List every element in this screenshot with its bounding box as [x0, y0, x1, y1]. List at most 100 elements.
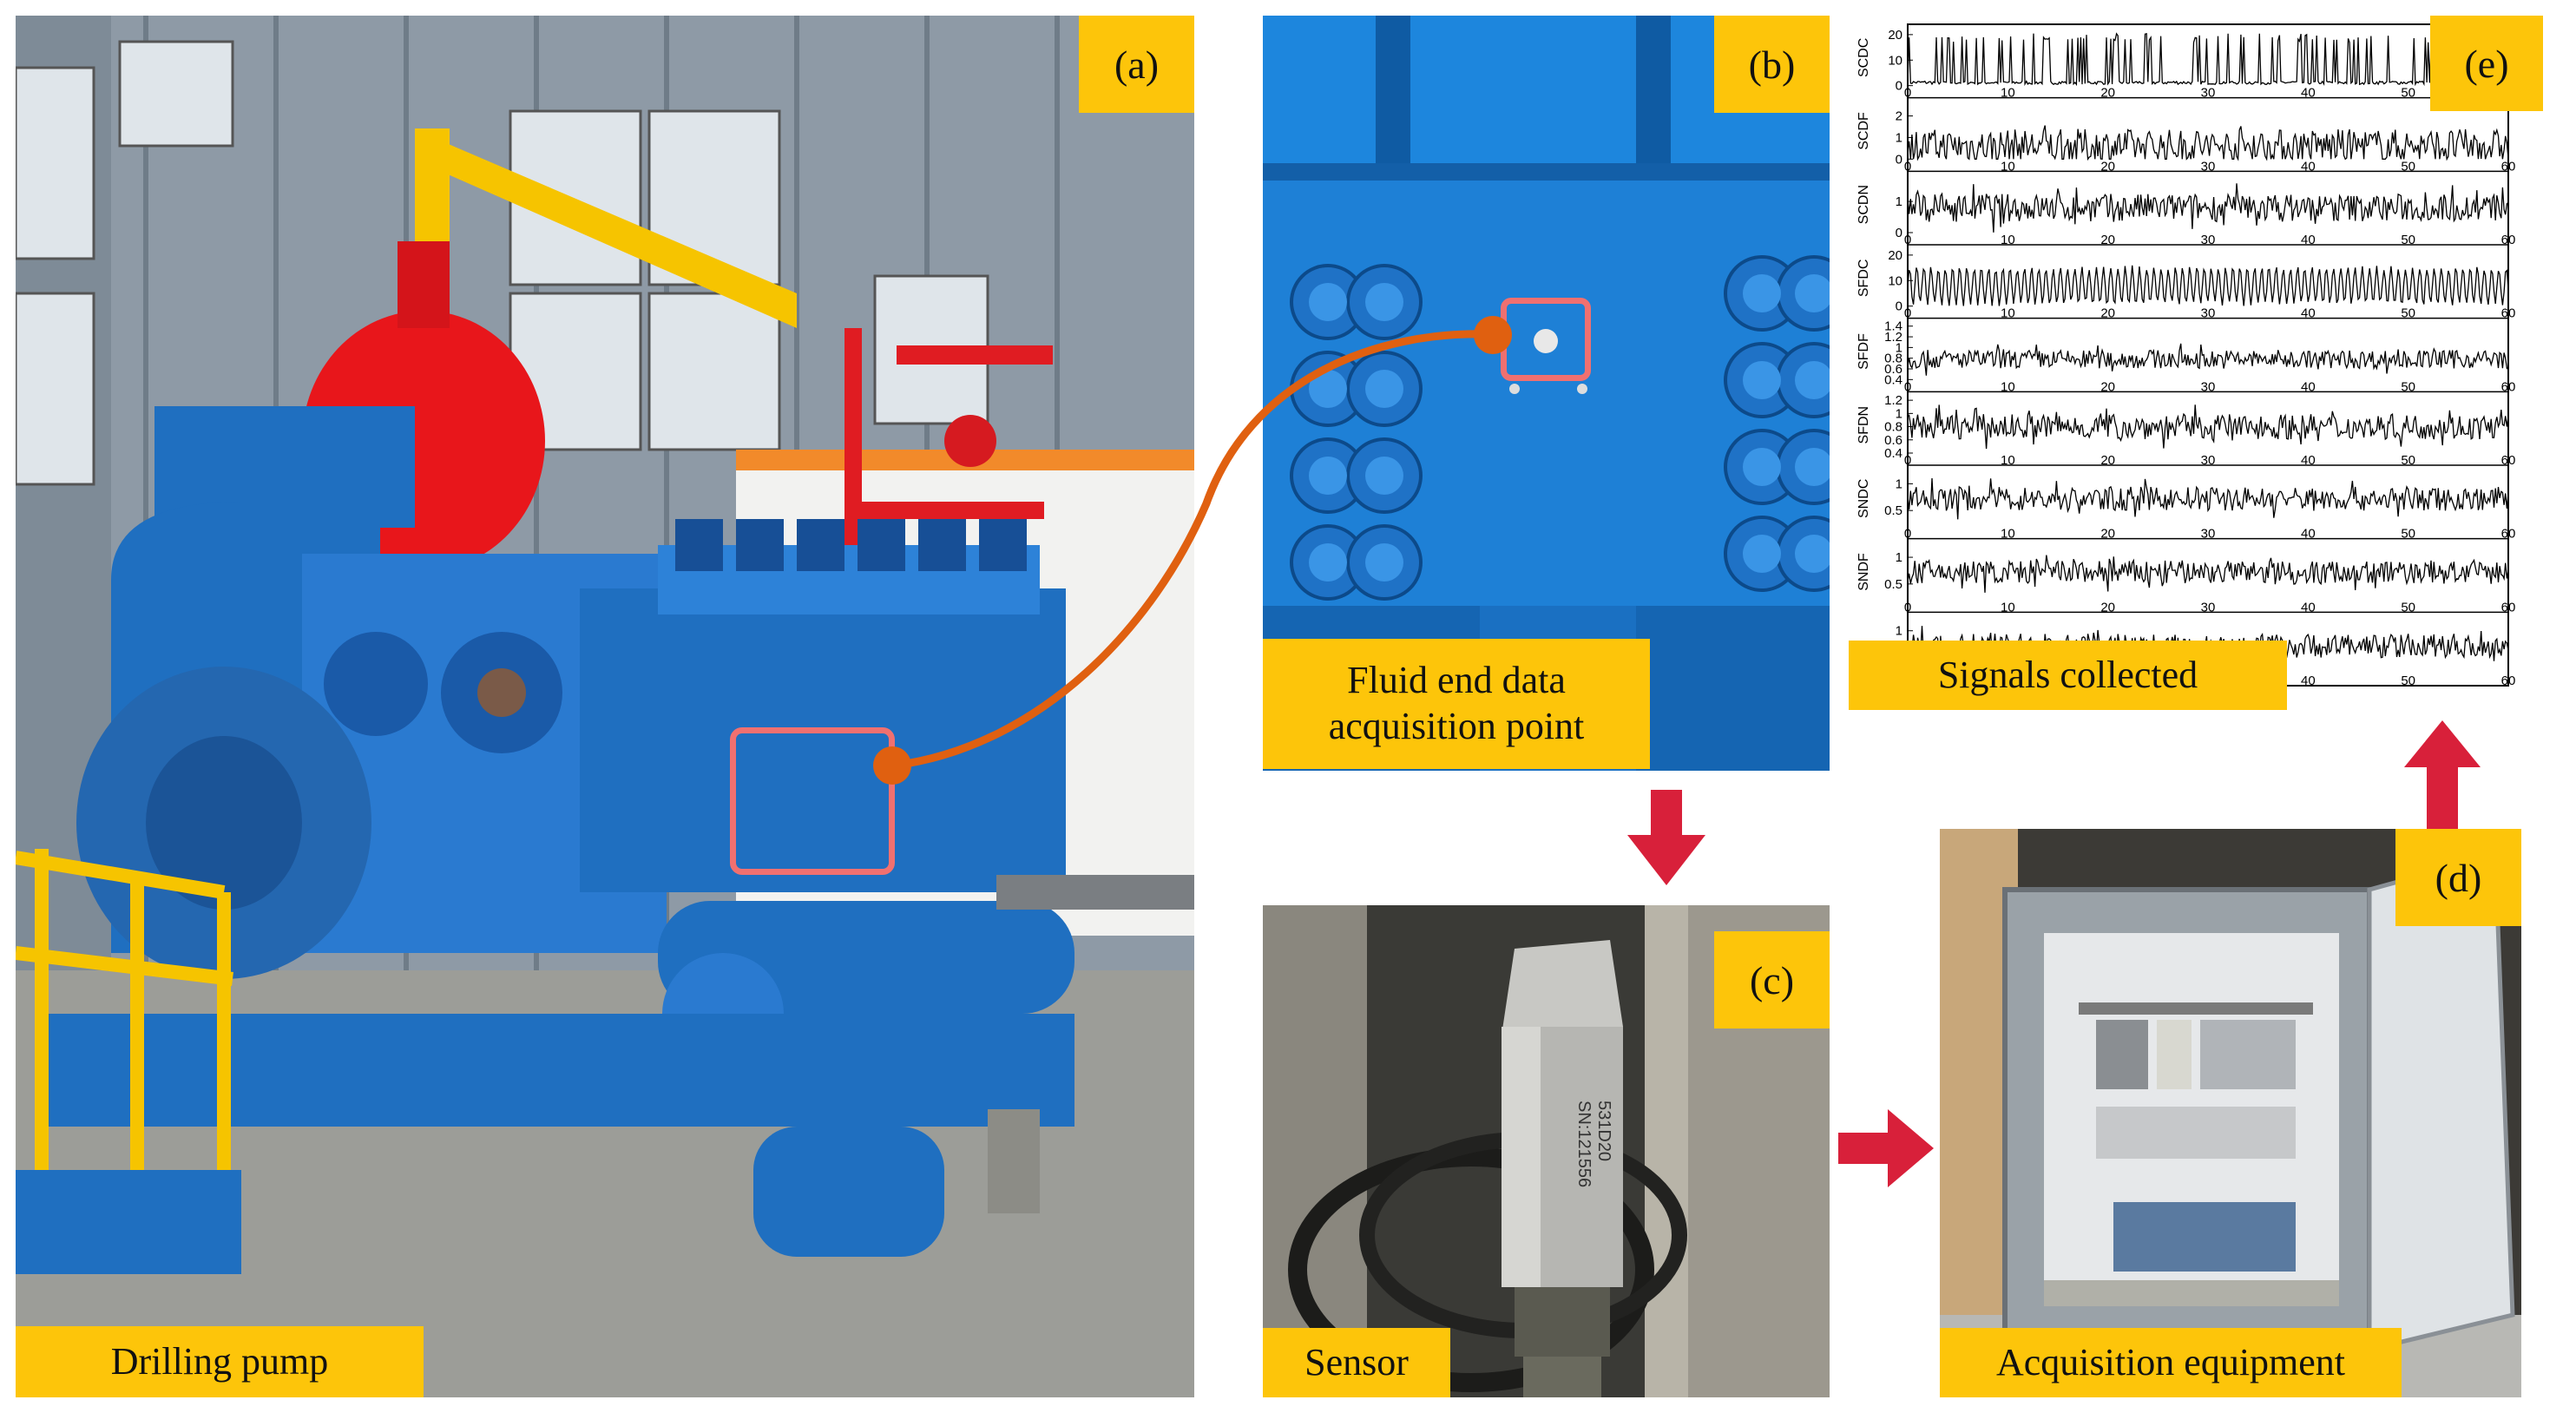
x-tick-label: 0	[1904, 306, 1911, 321]
y-tick-label: 1.4	[1884, 319, 1902, 334]
x-tick-label: 10	[2001, 306, 2015, 321]
x-tick-label: 10	[2001, 379, 2015, 394]
series-name-SFDN: SFDN	[1856, 406, 1871, 444]
x-tick-label: 50	[2401, 527, 2415, 542]
x-tick-label: 50	[2401, 159, 2415, 174]
panel-b-caption-line2: acquisition point	[1328, 705, 1585, 747]
panel-c-sensor: 531D20 SN:121556 (c) Sensor	[1263, 905, 1830, 1397]
x-tick-label: 20	[2100, 527, 2115, 542]
x-tick-label: 30	[2201, 86, 2216, 101]
arrow-up-icon	[2404, 720, 2481, 829]
panel-b-caption-line1: Fluid end data	[1347, 659, 1566, 702]
arrow-down-icon	[1627, 790, 1705, 885]
x-tick-label: 30	[2201, 306, 2216, 321]
y-tick-label: 0.6	[1884, 433, 1902, 448]
x-tick-label: 10	[2001, 233, 2015, 247]
x-tick-label: 50	[2401, 379, 2415, 394]
x-tick-label: 20	[2100, 306, 2115, 321]
x-tick-label: 50	[2401, 306, 2415, 321]
x-tick-label: 0	[1904, 527, 1911, 542]
x-tick-label: 40	[2301, 453, 2316, 468]
x-tick-label: 0	[1904, 600, 1911, 614]
y-tick-label: 1	[1896, 624, 1902, 639]
x-tick-label: 40	[2301, 379, 2316, 394]
y-tick-label: 0	[1896, 79, 1902, 94]
y-tick-label: 0.4	[1884, 446, 1902, 461]
x-tick-label: 50	[2401, 86, 2415, 101]
x-tick-label: 60	[2501, 674, 2516, 688]
panel-c-caption: Sensor	[1263, 1328, 1450, 1397]
series-name-SFDF: SFDF	[1856, 333, 1871, 370]
y-tick-label: 0.6	[1884, 362, 1902, 377]
x-tick-label: 30	[2201, 233, 2216, 247]
y-tick-label: 1	[1896, 406, 1902, 421]
x-tick-label: 30	[2201, 600, 2216, 614]
x-tick-label: 20	[2100, 159, 2115, 174]
y-tick-label: 1	[1896, 550, 1902, 565]
y-tick-label: 0	[1896, 226, 1902, 240]
drilling-pump-photo	[16, 16, 1194, 1397]
panel-d-acquisition-equipment: (d) Acquisition equipment	[1940, 829, 2521, 1397]
series-name-SCDC: SCDC	[1856, 38, 1871, 77]
x-tick-label: 50	[2401, 453, 2415, 468]
x-tick-label: 40	[2301, 159, 2316, 174]
panel-e-signals-collected: SCDC010200102030405060SCDF01201020304050…	[1849, 16, 2560, 710]
panel-e-tag: (e)	[2430, 16, 2543, 111]
x-tick-label: 20	[2100, 453, 2115, 468]
x-tick-label: 60	[2501, 159, 2516, 174]
y-tick-label: 0.4	[1884, 372, 1902, 387]
sensor-serial-text: SN:121556	[1574, 1101, 1594, 1188]
sensor-point-highlight-box	[1501, 298, 1591, 381]
y-tick-label: 0	[1896, 152, 1902, 167]
signal-line-SFDF	[1907, 343, 2509, 376]
y-tick-label: 1	[1896, 194, 1902, 209]
panel-a-drilling-pump: (a) Drilling pump	[16, 16, 1194, 1397]
y-tick-label: 1.2	[1884, 393, 1902, 408]
x-tick-label: 50	[2401, 600, 2415, 614]
x-tick-label: 30	[2201, 159, 2216, 174]
x-tick-label: 20	[2100, 600, 2115, 614]
x-tick-label: 20	[2100, 379, 2115, 394]
x-tick-label: 40	[2301, 86, 2316, 101]
signal-line-SCDN	[1907, 183, 2509, 233]
x-tick-label: 10	[2001, 159, 2015, 174]
series-name-SNDC: SNDC	[1856, 479, 1871, 518]
x-tick-label: 0	[1904, 233, 1911, 247]
x-tick-label: 60	[2501, 233, 2516, 247]
y-tick-label: 1	[1896, 130, 1902, 145]
y-tick-label: 0.5	[1884, 503, 1902, 518]
arrow-right-icon	[1838, 1109, 1934, 1187]
x-tick-label: 40	[2301, 527, 2316, 542]
y-tick-label: 0.5	[1884, 577, 1902, 592]
series-name-SFDC: SFDC	[1856, 260, 1871, 298]
y-tick-label: 1	[1896, 476, 1902, 491]
fluid-end-highlight-box	[730, 727, 895, 875]
x-tick-label: 10	[2001, 86, 2015, 101]
panel-b-acquisition-point: (b) Fluid end data acquisition point	[1263, 16, 1830, 771]
x-tick-label: 60	[2501, 527, 2516, 542]
panel-e-caption: Signals collected	[1849, 641, 2287, 710]
panel-a-caption: Drilling pump	[16, 1326, 424, 1397]
x-tick-label: 0	[1904, 86, 1911, 101]
signal-line-SNDC	[1907, 477, 2509, 520]
x-tick-label: 40	[2301, 233, 2316, 247]
y-tick-label: 1.2	[1884, 330, 1902, 345]
signal-line-SFDN	[1907, 404, 2509, 450]
y-tick-label: 20	[1888, 28, 1902, 43]
panel-b-tag: (b)	[1714, 16, 1830, 113]
x-tick-label: 30	[2201, 379, 2216, 394]
sensor-model-text: 531D20	[1594, 1101, 1613, 1162]
x-tick-label: 30	[2201, 527, 2216, 542]
panel-d-caption: Acquisition equipment	[1940, 1328, 2402, 1397]
x-tick-label: 10	[2001, 527, 2015, 542]
x-tick-label: 20	[2100, 86, 2115, 101]
x-tick-label: 40	[2301, 306, 2316, 321]
x-tick-label: 30	[2201, 453, 2216, 468]
y-tick-label: 0.8	[1884, 352, 1902, 366]
panel-b-caption: Fluid end data acquisition point	[1263, 639, 1650, 769]
x-tick-label: 40	[2301, 674, 2316, 688]
x-tick-label: 40	[2301, 600, 2316, 614]
x-tick-label: 0	[1904, 379, 1911, 394]
x-tick-label: 60	[2501, 600, 2516, 614]
panel-d-tag: (d)	[2395, 829, 2521, 926]
